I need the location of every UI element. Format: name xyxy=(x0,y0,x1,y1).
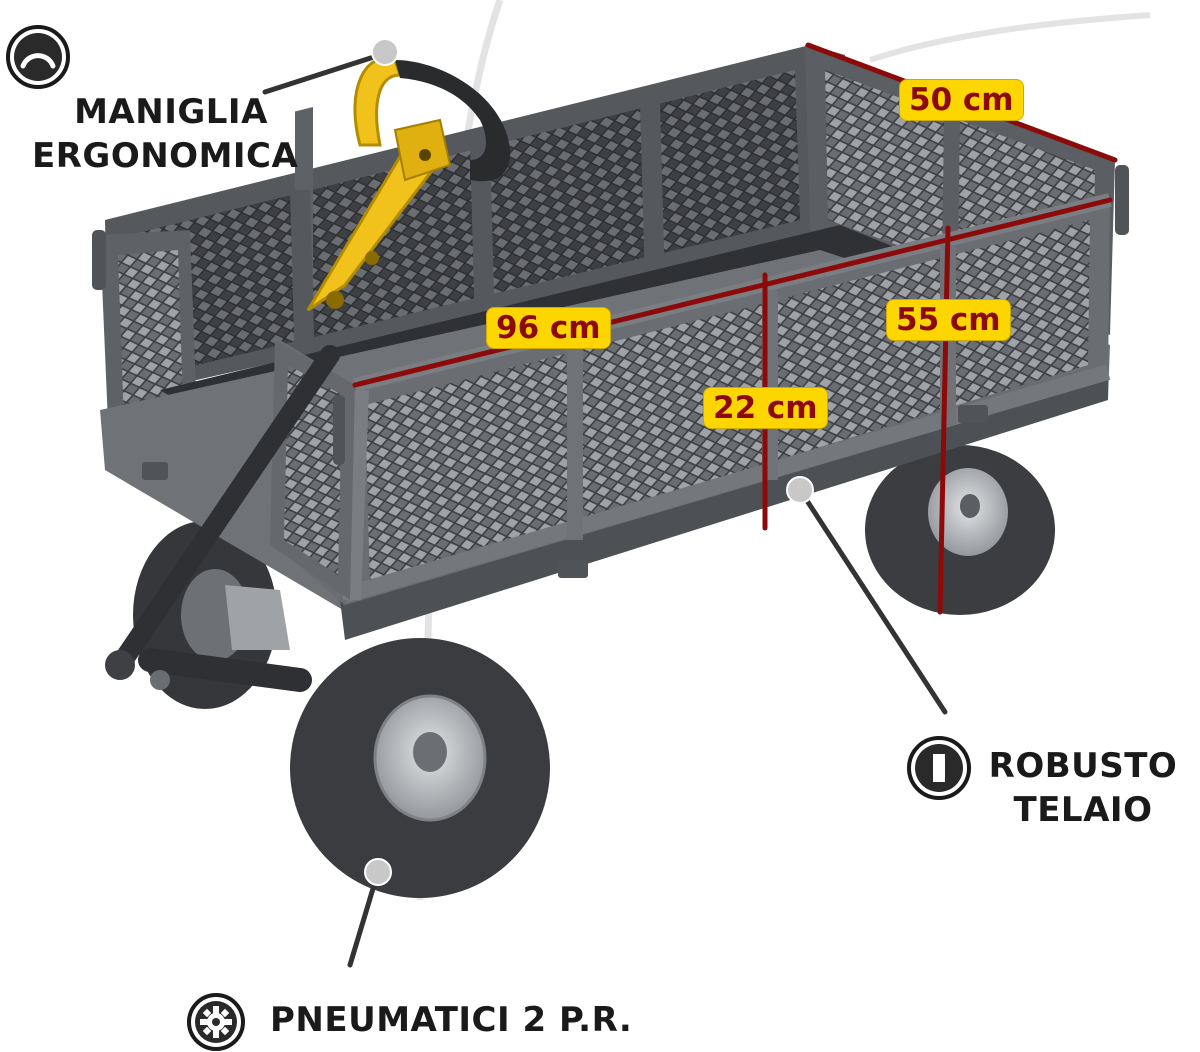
handle-arc-icon xyxy=(6,25,70,89)
dimension-length-tag: 96 cm xyxy=(487,308,610,348)
tires-feature-label: PNEUMATICI 2 P.R. xyxy=(270,1000,633,1040)
callout-dots xyxy=(364,38,814,886)
handle-label-line2: ERGONOMICA xyxy=(32,136,299,176)
frame-label-line2: TELAIO xyxy=(1013,790,1153,830)
tires-callout-dot xyxy=(364,858,392,886)
frame-feature-label: ROBUSTO TELAIO xyxy=(988,744,1178,832)
dimension-height-tag: 55 cm xyxy=(887,300,1010,340)
callout-lines xyxy=(262,52,948,968)
decor-curve xyxy=(869,12,1151,63)
front-wheel xyxy=(290,638,550,898)
frame-bar-icon xyxy=(907,736,971,800)
ergonomic-handle xyxy=(306,57,511,312)
gear-icon xyxy=(187,993,245,1051)
dimension-width-tag: 50 cm xyxy=(900,80,1023,120)
handle-callout-dot xyxy=(371,38,399,66)
side-latches xyxy=(92,165,1129,578)
frame-callout-dot xyxy=(786,476,814,504)
handle-label-line1: MANIGLIA xyxy=(74,92,268,132)
frame-label-line1: ROBUSTO xyxy=(988,746,1178,786)
dimension-depth-tag: 22 cm xyxy=(704,388,827,428)
rear-right-wheel xyxy=(865,445,1055,615)
handle-feature-label: MANIGLIA ERGONOMICA xyxy=(32,90,298,178)
tow-bar xyxy=(105,345,340,692)
